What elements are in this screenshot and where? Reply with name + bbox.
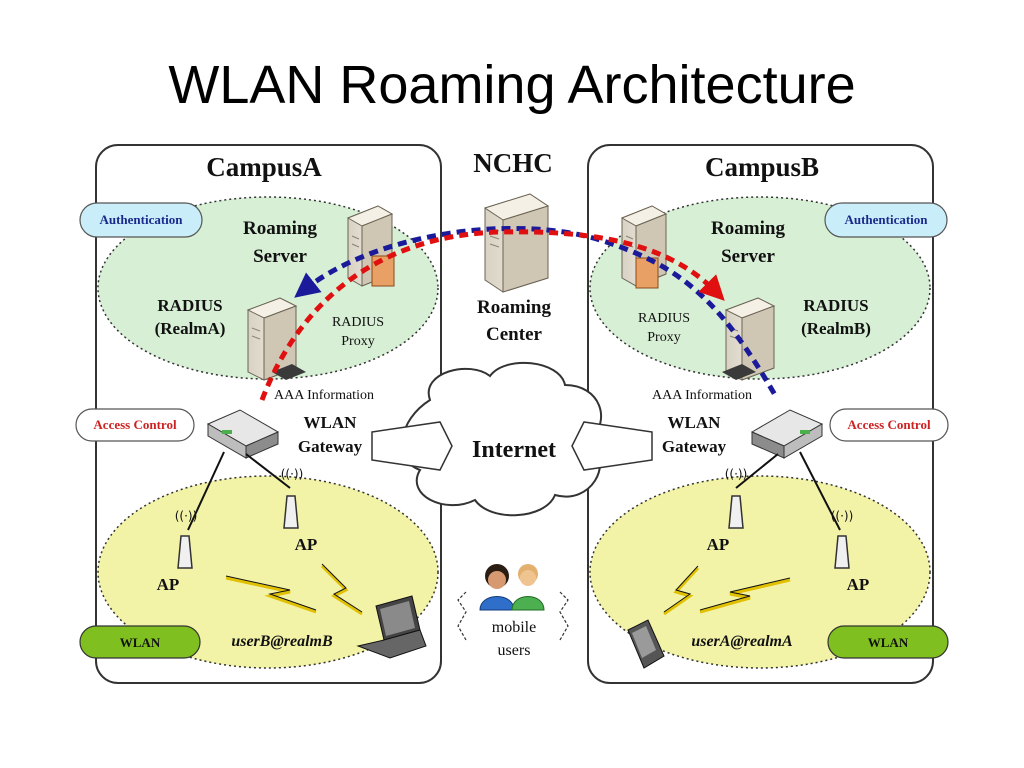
campus-b-radius-server-icon — [722, 297, 776, 381]
campus-b-ap-top-label: AP — [707, 535, 730, 554]
campus-b-signal-bolt-1-shadow — [663, 565, 699, 613]
campus-a-signal-bolt-2-shadow — [321, 563, 363, 613]
campus-a-aaa: AAA Information — [274, 388, 374, 403]
campus-a-signal-bolt-1 — [225, 576, 317, 614]
mobile-users-line2: users — [498, 642, 531, 659]
campus-b-gateway-icon — [750, 409, 824, 459]
campus-b-roaming-line1: Roaming — [711, 218, 785, 239]
campus-a-wlan-ellipse — [97, 475, 439, 669]
campus-b-radius-line1: RADIUS — [803, 296, 868, 315]
campus-b-proxy-line1: RADIUS — [638, 311, 690, 326]
mobile-users-right-bracket — [559, 591, 569, 641]
campus-b-link-arrow — [571, 421, 653, 471]
mobile-users-left-bracket — [457, 591, 467, 641]
svg-text:((·)): ((·)) — [831, 509, 854, 523]
campus-b-ap-top-icon: ((·)) — [725, 467, 748, 529]
campus-b-proxy-line2: Proxy — [647, 330, 680, 345]
campus-a-radius-line1: RADIUS — [157, 296, 222, 315]
campus-b-wlan-ellipse — [589, 475, 931, 669]
campus-b-gateway-line2: Gateway — [662, 437, 727, 456]
campus-a-auth-tag: Authentication — [79, 202, 203, 238]
nchc-label: NCHC — [473, 148, 553, 178]
campus-b-signal-bolt-1 — [663, 566, 700, 616]
campus-a-radius-server-icon — [246, 297, 306, 381]
campus-b-signal-bolt-2 — [699, 578, 791, 614]
campus-b-gateway-line1: WLAN — [668, 413, 722, 432]
campus-b-auth-tag: Authentication — [824, 202, 948, 238]
campus-b-user: userA@realmA — [691, 633, 793, 650]
svg-text:((·)): ((·)) — [725, 467, 748, 481]
campus-a-proxy-line1: RADIUS — [332, 315, 384, 330]
campus-a-roaming-line1: Roaming — [243, 218, 317, 239]
campus-a-gateway-line2: Gateway — [298, 437, 363, 456]
campus-a-link-arrow — [371, 421, 453, 471]
nchc-server-icon — [483, 193, 550, 293]
campus-a-ap-left-label: AP — [157, 575, 180, 594]
mobile-users-line1: mobile — [492, 619, 536, 636]
campus-a-radius-line2: (RealmA) — [155, 319, 226, 338]
campus-b-signal-bolt-2-shadow — [699, 577, 791, 611]
campus-a-wlan-tag: WLAN — [79, 625, 201, 659]
campus-a-ap-top-label: AP — [295, 535, 318, 554]
campus-b-auth-ellipse — [589, 196, 931, 380]
campus-b-ap-right-label: AP — [847, 575, 870, 594]
campus-a-access-tag-label: Access Control — [93, 417, 177, 432]
campus-a-proxy-line2: Proxy — [341, 334, 374, 349]
mobile-users-icon — [479, 564, 545, 611]
nchc-center-line2: Center — [486, 324, 542, 345]
campus-b-ap-right-icon: ((·)) — [831, 509, 854, 569]
campus-b-wlan-tag-label: WLAN — [868, 635, 909, 650]
slide-title: WLAN Roaming Architecture — [168, 55, 856, 115]
campus-a-link-ap-left — [187, 451, 225, 531]
red-roaming-arrow — [259, 229, 725, 401]
campus-b-access-tag-label: Access Control — [847, 417, 931, 432]
campus-b-roaming-line2: Server — [721, 246, 775, 267]
internet-label: Internet — [472, 437, 556, 463]
campus-a-auth-tag-label: Authentication — [99, 212, 183, 227]
campus-a-user: userB@realmB — [231, 633, 333, 650]
campus-a-signal-bolt-2 — [320, 564, 363, 616]
laptop-icon — [356, 595, 427, 659]
campus-b-radius-line2: (RealmB) — [801, 319, 871, 338]
campus-a-gateway-line1: WLAN — [304, 413, 358, 432]
internet-cloud-icon — [401, 361, 603, 517]
blue-roaming-arrow — [294, 226, 778, 397]
pda-icon — [627, 619, 665, 669]
campus-a-gateway-icon — [206, 409, 280, 459]
campus-a-access-tag: Access Control — [75, 408, 195, 442]
campus-a-link-ap-top — [245, 453, 291, 489]
campus-a-title: CampusA — [206, 152, 322, 182]
campus-b-link-ap-top — [735, 453, 779, 489]
campus-a-ap-left-icon: ((·)) — [175, 509, 198, 569]
campus-a-signal-bolt-1-shadow — [225, 575, 317, 611]
svg-text:((·)): ((·)) — [175, 509, 198, 523]
campus-a-roaming-line2: Server — [253, 246, 307, 267]
campus-a-wlan-tag-label: WLAN — [120, 635, 161, 650]
campus-b-wlan-tag: WLAN — [827, 625, 949, 659]
campus-b-link-ap-right — [799, 451, 841, 531]
campus-b-access-tag: Access Control — [829, 408, 949, 442]
nchc-center-line1: Roaming — [477, 297, 551, 318]
campus-b-auth-tag-label: Authentication — [844, 212, 928, 227]
campus-b-aaa: AAA Information — [652, 388, 752, 403]
campus-b-title: CampusB — [705, 152, 819, 182]
campus-a-ap-top-icon: ((·)) — [281, 467, 304, 529]
svg-text:((·)): ((·)) — [281, 467, 304, 481]
